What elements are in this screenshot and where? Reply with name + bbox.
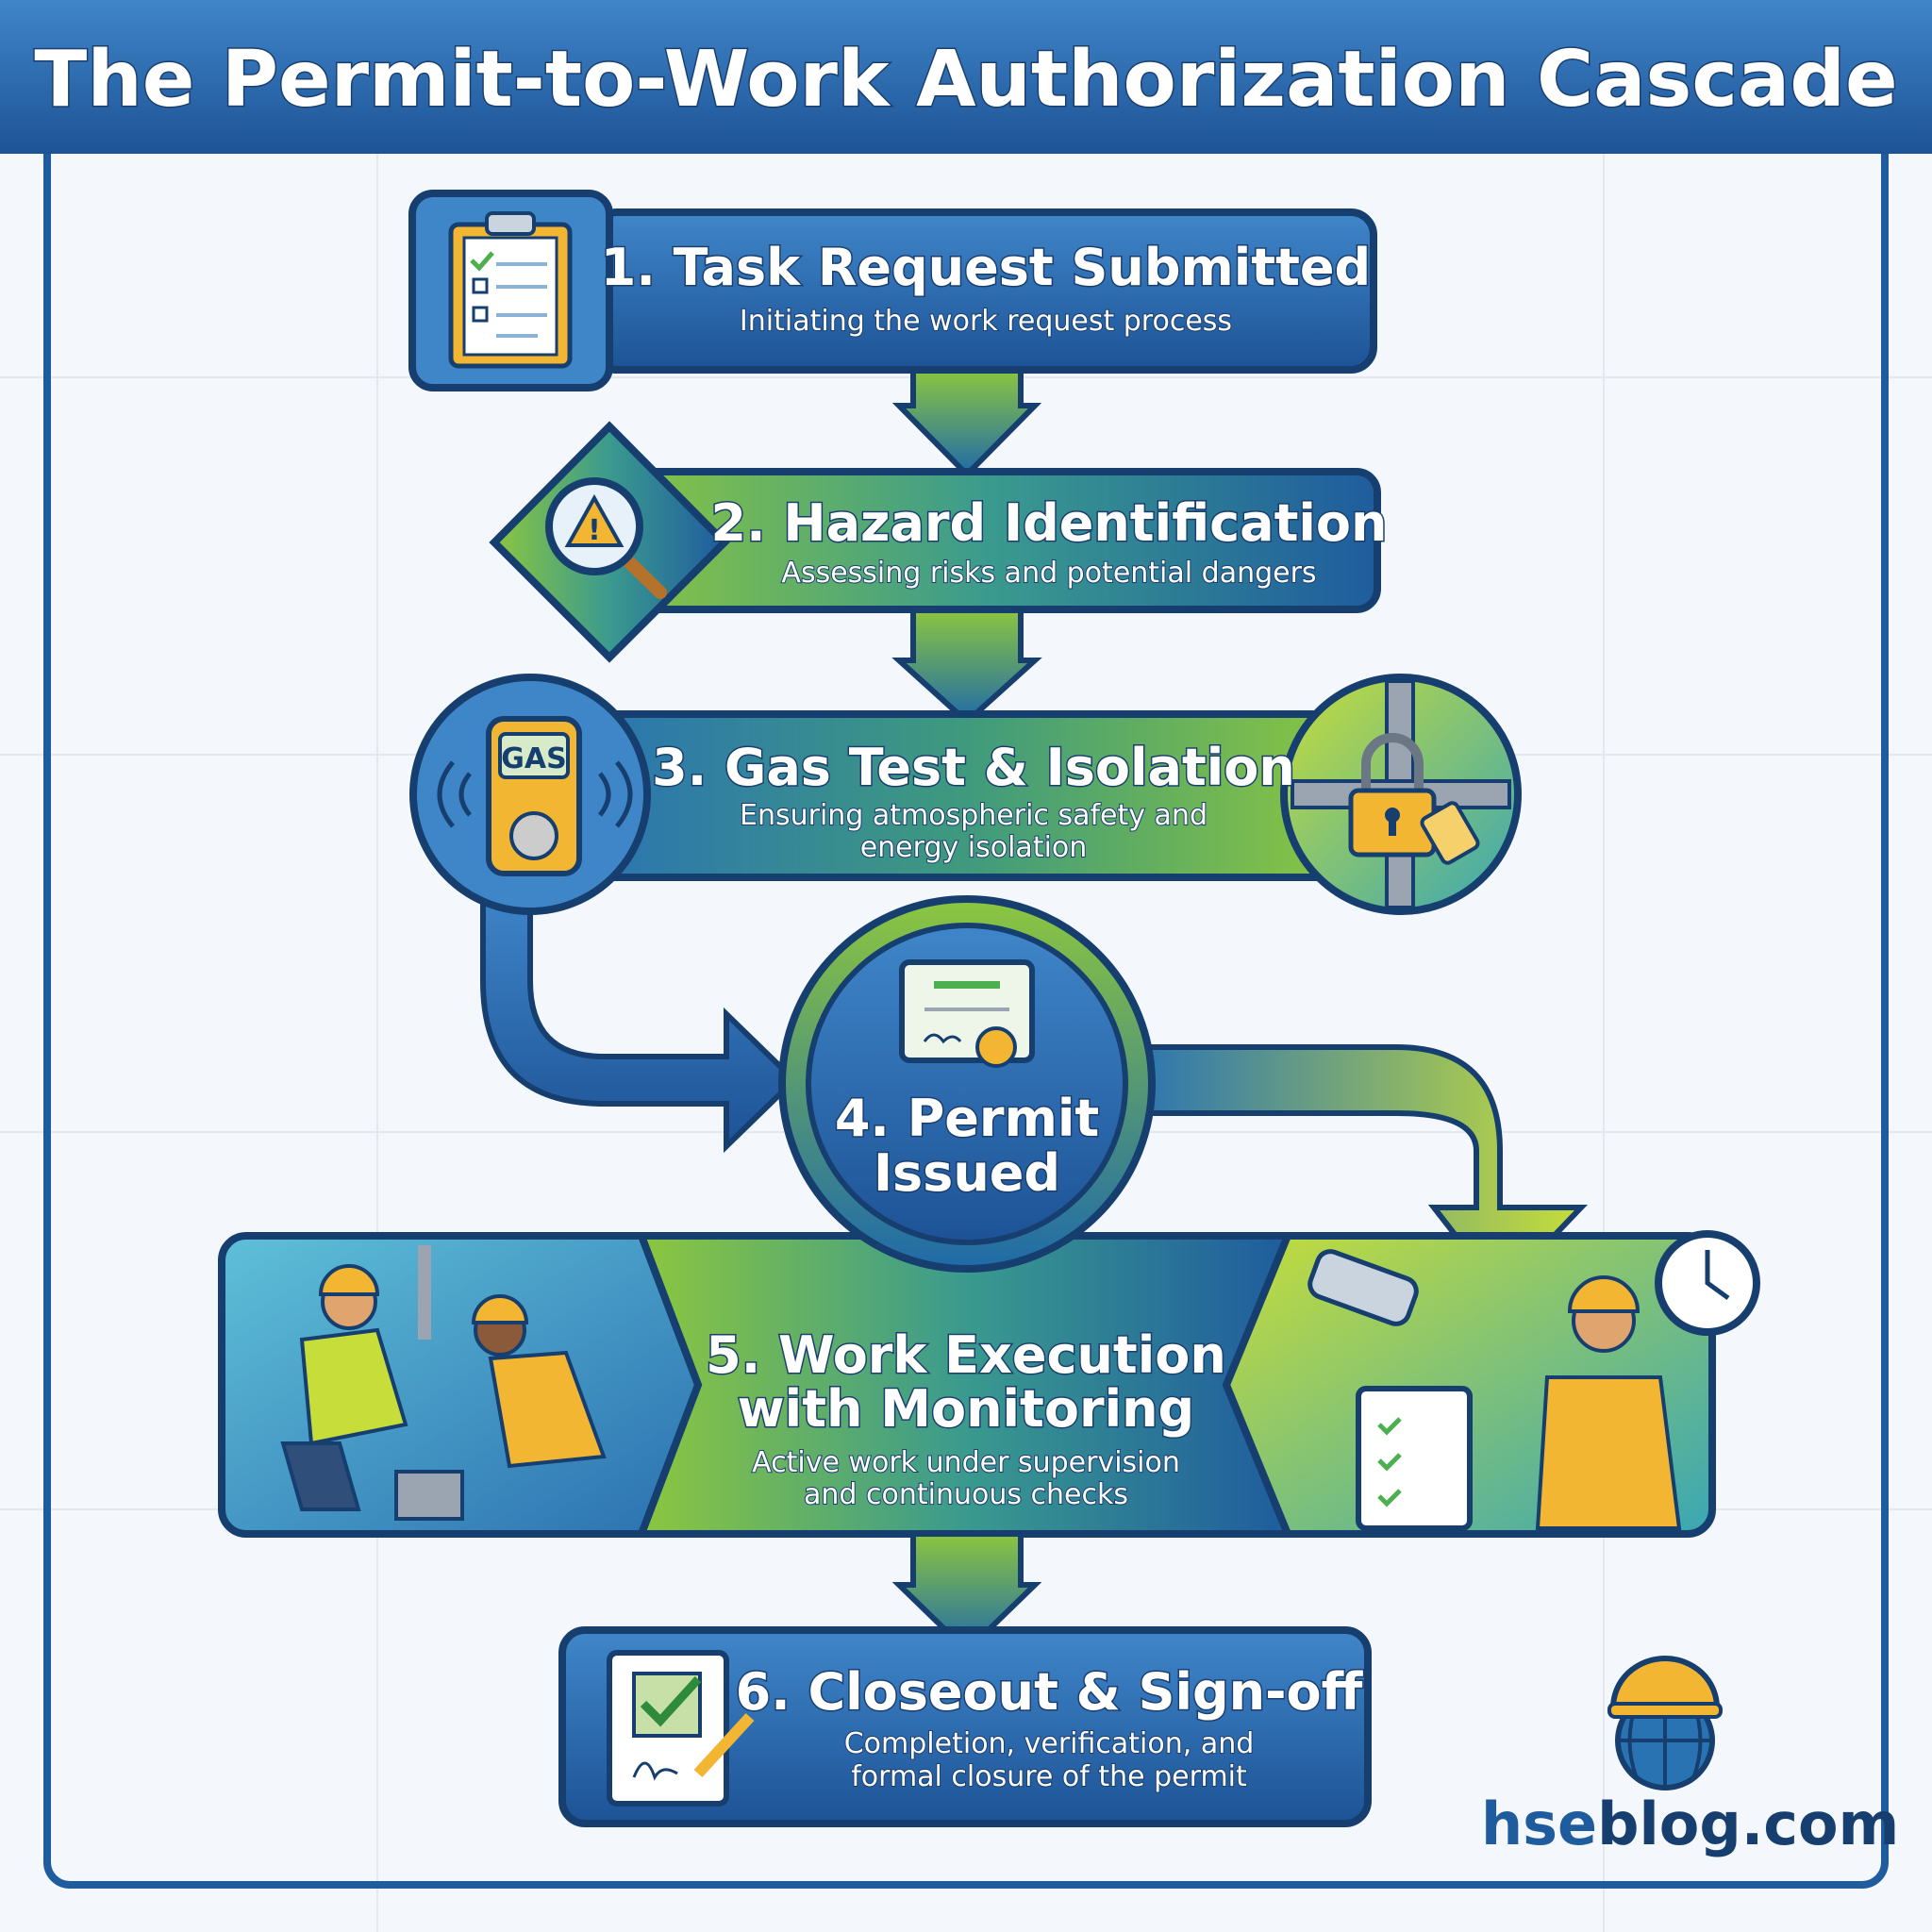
step-5-title-line-2: with Monitoring: [738, 1379, 1194, 1439]
padlock-tag-icon: [1291, 679, 1511, 909]
step-6-closeout-signoff: 6. Closeout & Sign-off Completion, verif…: [558, 1626, 1372, 1827]
down-arrow-5: [891, 1531, 1042, 1656]
step-6-title: 6. Closeout & Sign-off: [736, 1662, 1364, 1722]
step-2-hazard-identification: ! 2. Hazard Identification Assessing ris…: [489, 421, 1389, 663]
logo-blog-com: blog.com: [1597, 1790, 1899, 1858]
down-arrow-1: [891, 367, 1042, 479]
step-2-subtitle: Assessing risks and potential dangers: [781, 557, 1316, 590]
step-5-subtitle-line-2: and continuous checks: [804, 1478, 1128, 1511]
clipboard-checklist-icon: [448, 211, 573, 369]
step-1-subtitle: Initiating the work request process: [740, 305, 1232, 338]
step-5-work-execution: 5. Work Execution with Monitoring Active…: [218, 1230, 1760, 1538]
helmet-globe-icon: [1607, 1656, 1723, 1790]
logo-hse: hse: [1481, 1790, 1597, 1858]
step-5-subtitle-line-1: Active work under supervision: [752, 1446, 1180, 1479]
step-4-title-line-2: Issued: [874, 1143, 1060, 1203]
certificate-icon: [899, 959, 1035, 1068]
hseblog-logo: hseblog.com: [1481, 1656, 1899, 1858]
supervisor-monitoring-icon: [1307, 1230, 1760, 1531]
gas-display-label: GAS: [501, 742, 566, 775]
signed-checklist-icon: [607, 1650, 755, 1807]
step-4-title-line-1: 4. Permit: [835, 1089, 1099, 1148]
step-5-title-line-1: 5. Work Execution: [706, 1325, 1226, 1385]
step-4-permit-issued: 4. Permit Issued: [778, 895, 1156, 1273]
curved-arrow-to-permit: [480, 884, 799, 1154]
step-2-title: 2. Hazard Identification: [711, 493, 1388, 553]
svg-text:hseblog.com: hseblog.com: [1481, 1790, 1899, 1858]
step-1-task-request: 1. Task Request Submitted Initiating the…: [408, 190, 1377, 391]
workers-icon: [280, 1245, 607, 1521]
gas-detector-icon: GAS: [437, 716, 633, 876]
page-title: The Permit-to-Work Authorization Cascade: [34, 35, 1897, 125]
step-3-title: 3. Gas Test & Isolation: [652, 738, 1295, 797]
step-1-title: 1. Task Request Submitted: [601, 238, 1371, 297]
title-bar: [0, 0, 1932, 154]
step-3-gas-test-isolation: GAS 3. Gas Test & Isolation Ensuring atm…: [409, 674, 1522, 915]
step-3-subtitle-line-2: energy isolation: [860, 831, 1088, 864]
step-6-subtitle-line-1: Completion, verification, and: [844, 1727, 1255, 1760]
magnifier-warning-icon: !: [545, 477, 667, 599]
curved-arrow-to-execution: [1129, 1044, 1589, 1297]
step-6-subtitle-line-2: formal closure of the permit: [851, 1760, 1247, 1793]
down-arrow-2: [891, 607, 1042, 726]
step-3-subtitle-line-1: Ensuring atmospheric safety and: [740, 799, 1208, 832]
svg-text:!: !: [588, 514, 601, 547]
